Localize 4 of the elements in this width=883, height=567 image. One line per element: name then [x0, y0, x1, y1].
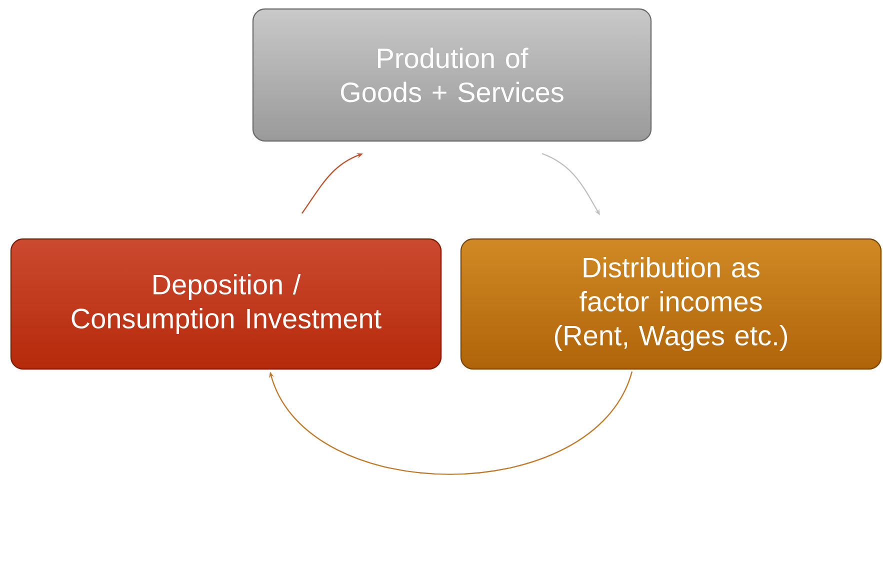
arrow — [269, 371, 633, 475]
process-box: Prodution of Goods + Services — [252, 8, 652, 142]
process-box: Deposition / Consumption Investment — [10, 238, 442, 370]
process-box: Distribution as factor incomes (Rent, Wages etc.) — [460, 238, 882, 370]
